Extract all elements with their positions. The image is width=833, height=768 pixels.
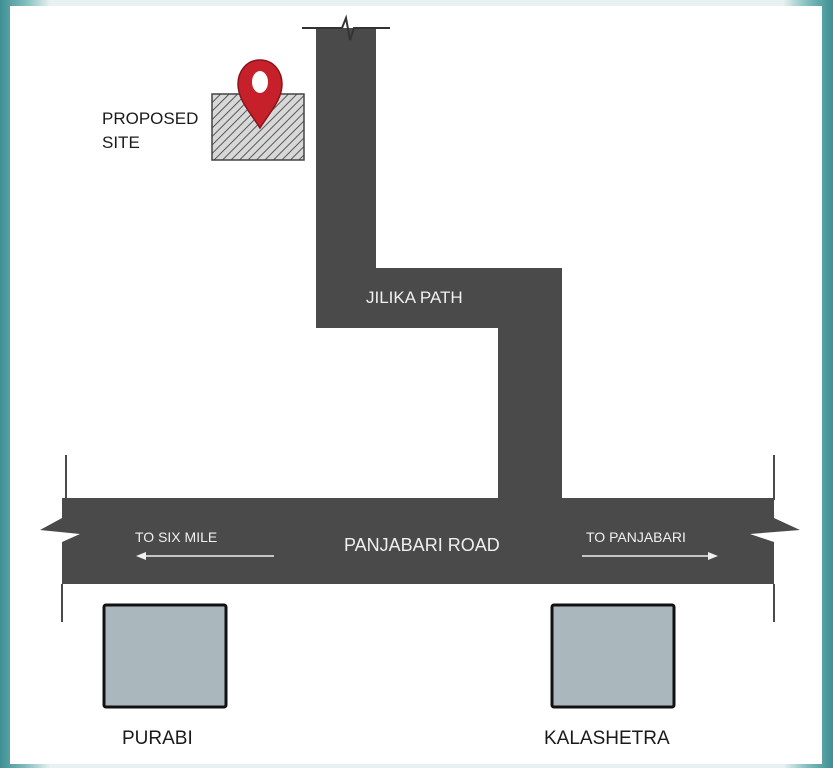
arrow-left-icon	[136, 552, 274, 560]
purabi-label: PURABI	[122, 728, 193, 749]
kalashetra-label: KALASHETRA	[544, 728, 670, 749]
road-break-mark	[302, 14, 390, 41]
panjabari-road	[40, 498, 800, 584]
site-label-line2: SITE	[102, 133, 140, 152]
kalashetra-building	[550, 603, 676, 709]
dir-left-label: TO SIX MILE	[135, 529, 217, 545]
dir-right-label: TO PANJABARI	[586, 529, 686, 545]
location-pin-icon	[237, 59, 283, 130]
arrow-right-icon	[582, 552, 718, 560]
jilika-path-road	[316, 28, 562, 500]
purabi-building	[102, 603, 228, 709]
jilika-path-label: JILIKA PATH	[366, 288, 463, 307]
panjabari-road-label: PANJABARI ROAD	[344, 535, 500, 555]
site-label-line1: PROPOSED	[102, 109, 198, 128]
